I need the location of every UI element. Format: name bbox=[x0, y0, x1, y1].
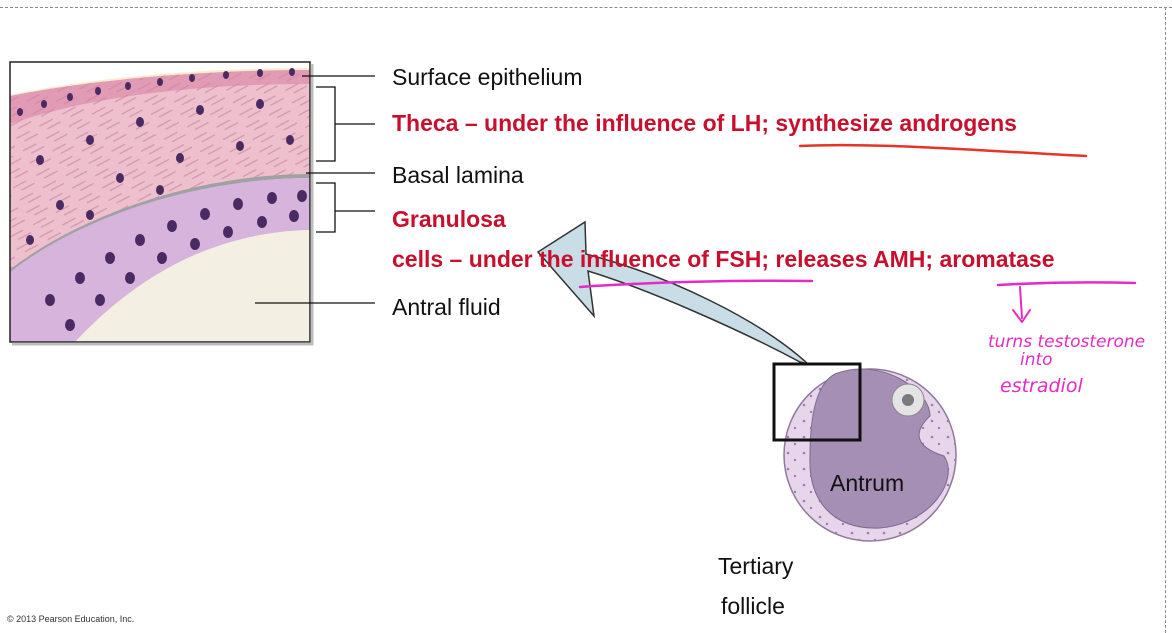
top-dashed-border bbox=[0, 7, 1172, 8]
handwritten-annotation-line3: estradiol bbox=[1000, 375, 1083, 397]
granulosa-bracket bbox=[316, 182, 336, 233]
surface-epithelium-layer bbox=[10, 70, 310, 124]
antral-fluid-label: Antral fluid bbox=[392, 294, 501, 320]
tertiary-follicle-illustration bbox=[783, 368, 957, 542]
micrograph-frame bbox=[9, 61, 311, 343]
leader-lines bbox=[255, 75, 375, 304]
antrum-label: Antrum bbox=[830, 470, 905, 496]
outside-space bbox=[10, 62, 310, 95]
surface-epithelium-label: Surface epithelium bbox=[392, 64, 583, 90]
right-dashed-border bbox=[1165, 7, 1166, 633]
theca-underline bbox=[798, 143, 1088, 158]
tertiary-follicle-label-line1: Tertiary bbox=[718, 553, 794, 579]
handwritten-annotation-line1: turns testosterone bbox=[988, 332, 1146, 352]
theca-label: Theca – under the influence of LH; synth… bbox=[392, 110, 1017, 136]
antral-fluid-area bbox=[75, 230, 310, 342]
granulosa-label-line2: cells – under the influence of FSH; rele… bbox=[392, 246, 1055, 272]
basal-lamina-label: Basal lamina bbox=[392, 162, 524, 188]
fsh-underline bbox=[578, 279, 814, 289]
tertiary-follicle-label-line2: follicle bbox=[721, 593, 785, 619]
annotation-arrow bbox=[1012, 286, 1031, 323]
copyright-notice: © 2013 Pearson Education, Inc. bbox=[7, 614, 135, 624]
oocyte-nucleus bbox=[902, 394, 914, 406]
handwritten-annotation-line2: into bbox=[1020, 350, 1053, 370]
aromatase-underline bbox=[996, 281, 1137, 287]
granulosa-label-line1: Granulosa bbox=[392, 206, 506, 232]
micrograph-panel bbox=[10, 62, 310, 342]
zoom-box bbox=[772, 362, 862, 442]
theca-bracket bbox=[316, 86, 336, 162]
zoom-arrow bbox=[536, 220, 809, 365]
